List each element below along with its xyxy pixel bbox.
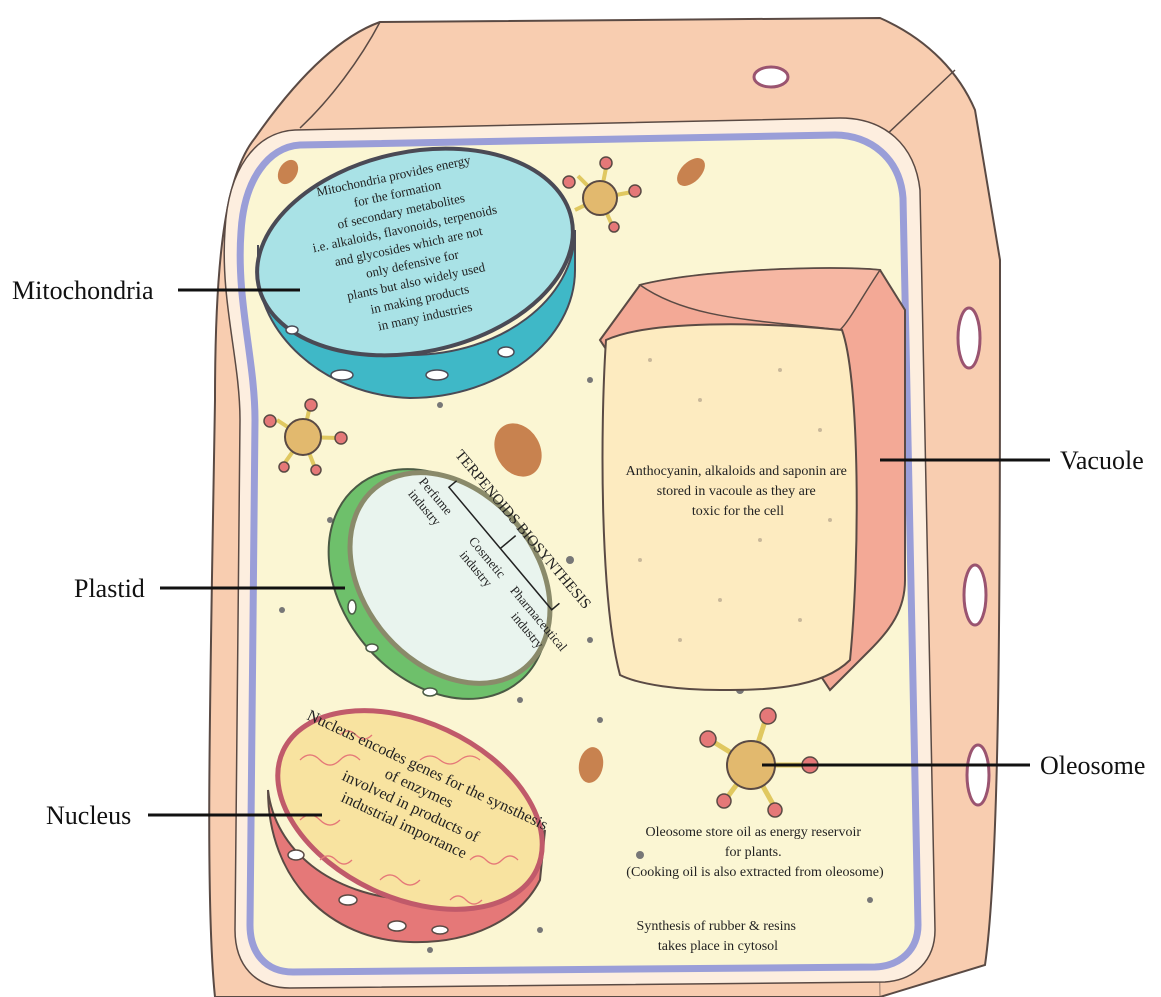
vacuole-note-line: Anthocyanin, alkaloids and saponin are — [626, 464, 847, 479]
cytosol-note-line: Synthesis of rubber & resins — [637, 919, 796, 934]
label-mitochondria: Mitochondria — [12, 276, 154, 305]
vacuole-note-line: toxic for the cell — [692, 504, 784, 519]
oleosome-note-line: for plants. — [725, 845, 782, 860]
label-vacuole: Vacuole — [1060, 446, 1144, 475]
label-oleosome: Oleosome — [1040, 751, 1145, 780]
vacuole-note-line: stored in vacoule as they are — [657, 484, 816, 499]
pore — [964, 565, 986, 625]
cytosol-note-line: takes place in cytosol — [658, 939, 778, 954]
label-nucleus: Nucleus — [46, 801, 131, 830]
vacuole: Anthocyanin, alkaloids and saponin are s… — [600, 268, 905, 690]
oleosome-note-line: (Cooking oil is also extracted from oleo… — [626, 865, 884, 880]
pore — [754, 67, 788, 87]
oleosome-note-line: Oleosome store oil as energy reservoir — [645, 825, 861, 840]
label-plastid: Plastid — [74, 574, 145, 603]
pore — [967, 745, 989, 805]
pore — [958, 308, 980, 368]
